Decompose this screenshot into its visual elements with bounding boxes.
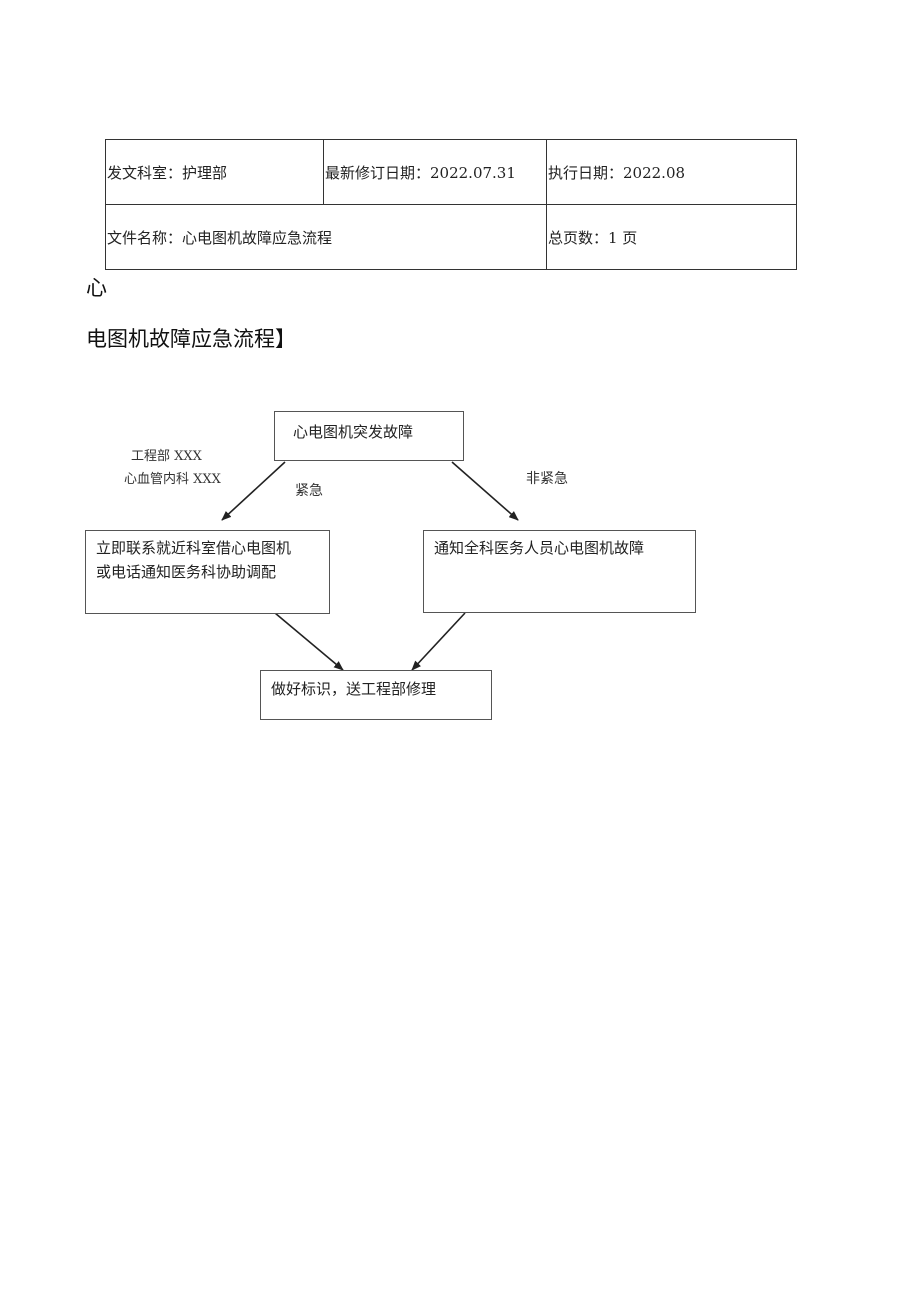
total-pages-cell: 总页数：1 页 — [546, 204, 797, 270]
contact-engineering: 工程部 XXX — [131, 449, 202, 464]
header-row-2: 文件名称：心电图机故障应急流程 总页数：1 页 — [105, 204, 797, 270]
arrow-non-urgent-to-final — [411, 612, 466, 671]
non-urgent-action-box: 通知全科医务人员心电图机故障 — [423, 530, 696, 613]
arrow-urgent-to-final — [274, 612, 344, 671]
final-action-box: 做好标识，送工程部修理 — [260, 670, 492, 720]
flow-start-text: 心电图机突发故障 — [293, 423, 414, 441]
department-cell: 发文科室：护理部 — [105, 139, 324, 205]
non-urgent-label: 非紧急 — [526, 471, 568, 487]
contact-cardiology: 心血管内科 XXX — [124, 472, 221, 487]
urgent-action-box: 立即联系就近科室借心电图机 或电话通知医务科协助调配 — [85, 530, 330, 614]
arrow-start-to-non-urgent — [451, 461, 519, 521]
document-header-table: 发文科室：护理部 最新修订日期：2022.07.31 执行日期：2022.08 … — [105, 139, 797, 270]
urgent-label: 紧急 — [295, 483, 323, 499]
file-name-cell: 文件名称：心电图机故障应急流程 — [105, 204, 547, 270]
urgent-action-line-1: 立即联系就近科室借心电图机 — [96, 539, 292, 557]
header-row-1: 发文科室：护理部 最新修订日期：2022.07.31 执行日期：2022.08 — [105, 139, 797, 205]
page-title-line-1: 心 — [86, 276, 107, 300]
final-action-text: 做好标识，送工程部修理 — [271, 680, 437, 698]
flow-start-box: 心电图机突发故障 — [274, 411, 464, 461]
non-urgent-action-text: 通知全科医务人员心电图机故障 — [434, 539, 645, 557]
page-title-line-2: 电图机故障应急流程】 — [86, 327, 296, 351]
revised-date-cell: 最新修订日期：2022.07.31 — [323, 139, 547, 205]
arrow-start-to-urgent — [221, 461, 286, 521]
urgent-action-line-2: 或电话通知医务科协助调配 — [96, 563, 277, 581]
